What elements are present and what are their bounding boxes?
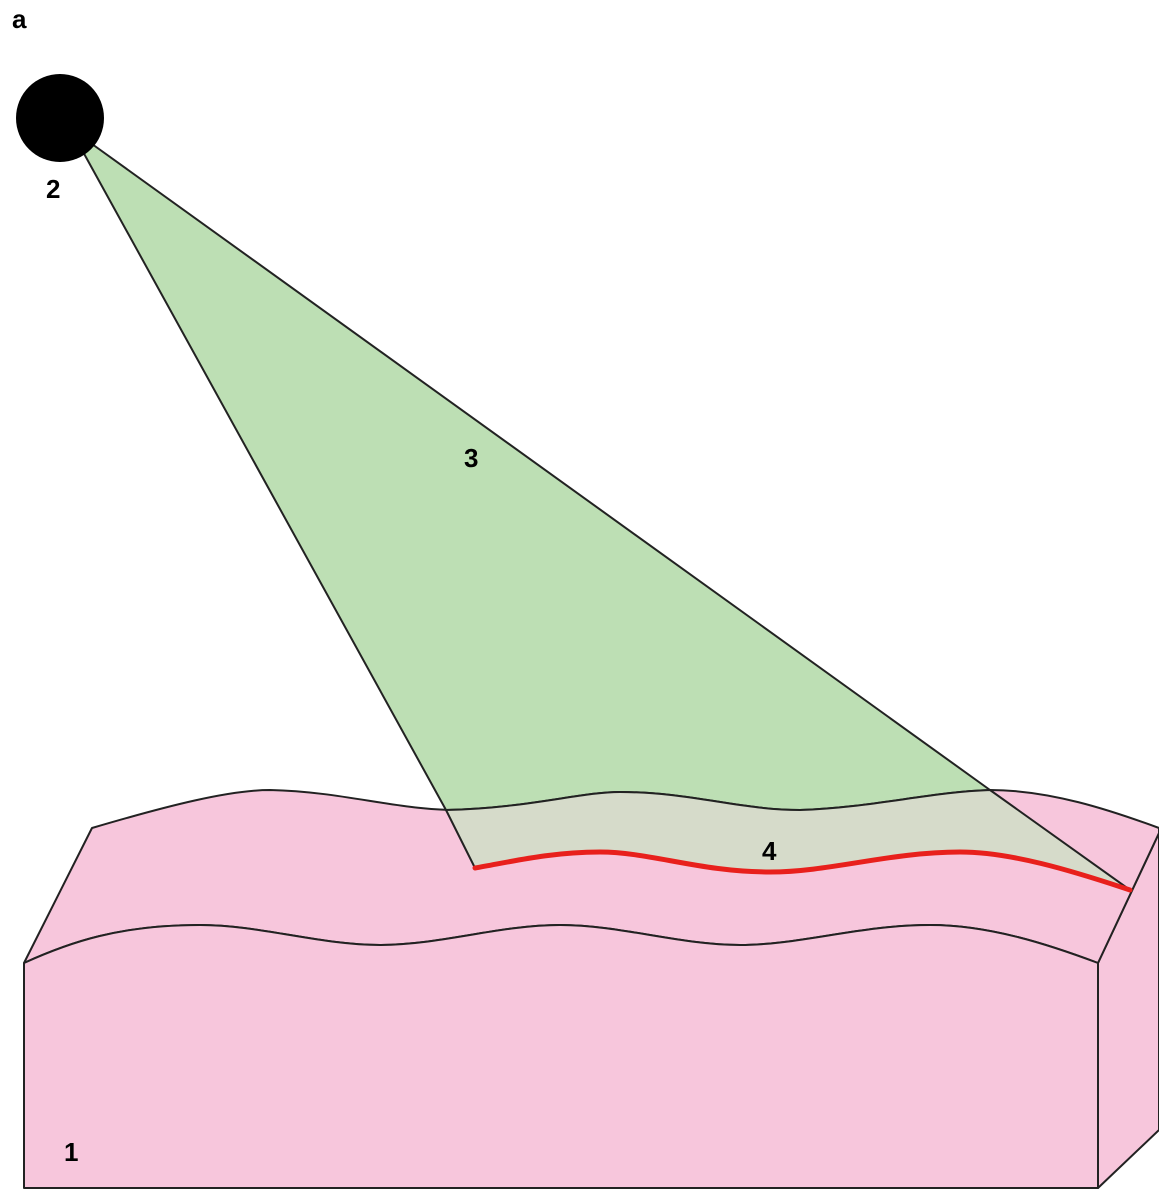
label-tissue: 1: [64, 1137, 78, 1167]
tissue-block-front-face: [23, 924, 1099, 1189]
label-light-source: 2: [46, 174, 60, 204]
panel-label: a: [12, 4, 27, 34]
light-beam-cone: [81, 143, 991, 811]
label-light-beam: 3: [464, 443, 478, 473]
illuminated-line-highlight: [472, 849, 1133, 893]
light-source-icon: [16, 74, 104, 162]
label-illuminated-region: 4: [762, 836, 777, 866]
